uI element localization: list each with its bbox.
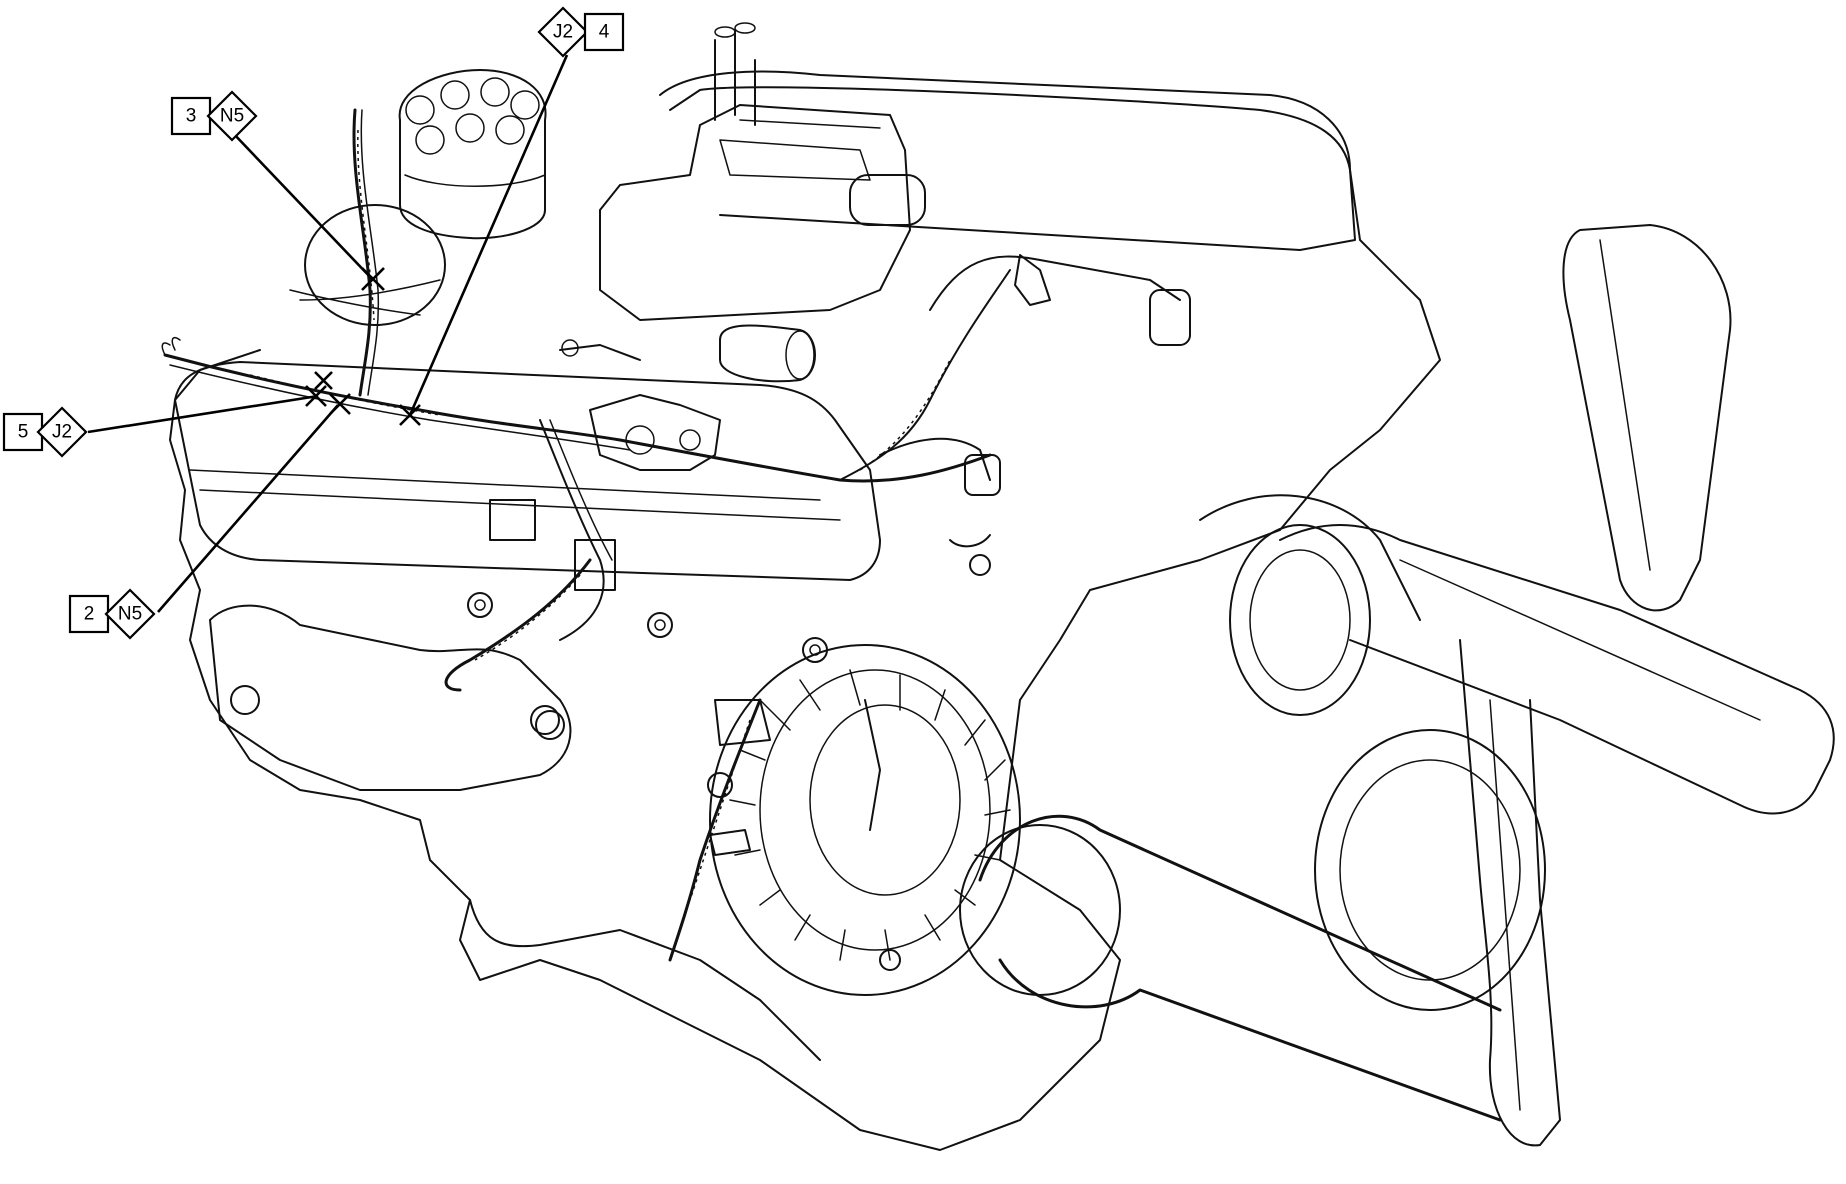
- callout-number: 5: [18, 422, 29, 443]
- callout-code: J2: [553, 22, 573, 43]
- callout-number: 3: [186, 106, 197, 127]
- left-loose-leads: [161, 336, 181, 356]
- callout-code: J2: [52, 422, 72, 443]
- callout-code: N5: [118, 604, 142, 625]
- center-sensor-block: [559, 339, 721, 471]
- valve-cover-rail: [189, 469, 841, 521]
- callout-2-n5: 2 N5: [68, 588, 156, 640]
- harness-clip: [709, 829, 751, 856]
- misc-hardware: [530, 534, 991, 831]
- fuel-lines: [879, 254, 1191, 496]
- callout-code-diamond: [104, 588, 156, 640]
- engine-block-outline: [169, 70, 1441, 1151]
- harness-lower-branch: [444, 558, 592, 692]
- alternator: [709, 644, 1021, 996]
- callout-number-box: [170, 96, 212, 136]
- leader-2-n5: [157, 404, 339, 613]
- routing-mark: [314, 371, 333, 390]
- distributor-wires: [289, 279, 441, 316]
- leader-5-j2: [87, 394, 319, 434]
- callout-code-diamond: [206, 90, 258, 142]
- callout-3-n5: 3 N5: [170, 90, 258, 142]
- callout-code: N5: [220, 106, 244, 127]
- valve-cover-bolts: [467, 554, 991, 663]
- belt-and-pulleys: [959, 494, 1546, 1122]
- leader-3-n5: [231, 131, 374, 281]
- leader-lines: [87, 54, 569, 613]
- carburetor: [599, 22, 926, 383]
- exhaust-manifold: [209, 604, 572, 791]
- fan-blades: [1279, 224, 1835, 1147]
- oil-pan: [469, 899, 821, 1061]
- callout-number-box: [583, 12, 625, 52]
- harness-right-branch: [839, 269, 1011, 481]
- manifold-bolt: [230, 685, 260, 715]
- harness-main-trunk: [163, 353, 992, 483]
- callout-code-diamond: [537, 6, 589, 58]
- leader-j2-4: [408, 54, 569, 416]
- routing-marks: [305, 267, 421, 426]
- manifold-bolt: [535, 710, 565, 740]
- callout-5-j2: 5 J2: [2, 406, 88, 458]
- callout-j2-4: J2 4: [537, 6, 625, 58]
- callout-code-diamond: [36, 406, 88, 458]
- harness-connector: [489, 499, 536, 541]
- harness-center-branch: [539, 419, 605, 641]
- distributor-base: [304, 204, 446, 326]
- engine-line-art: [169, 22, 1835, 1151]
- harness-connector: [574, 539, 616, 591]
- harness-alternator-lead: [668, 698, 762, 962]
- callout-number: 2: [84, 604, 95, 625]
- callout-number: 4: [599, 22, 610, 43]
- cylinder-head-right: [669, 86, 1356, 251]
- callout-number-box: [2, 412, 44, 452]
- wiring-harness: [161, 108, 1011, 962]
